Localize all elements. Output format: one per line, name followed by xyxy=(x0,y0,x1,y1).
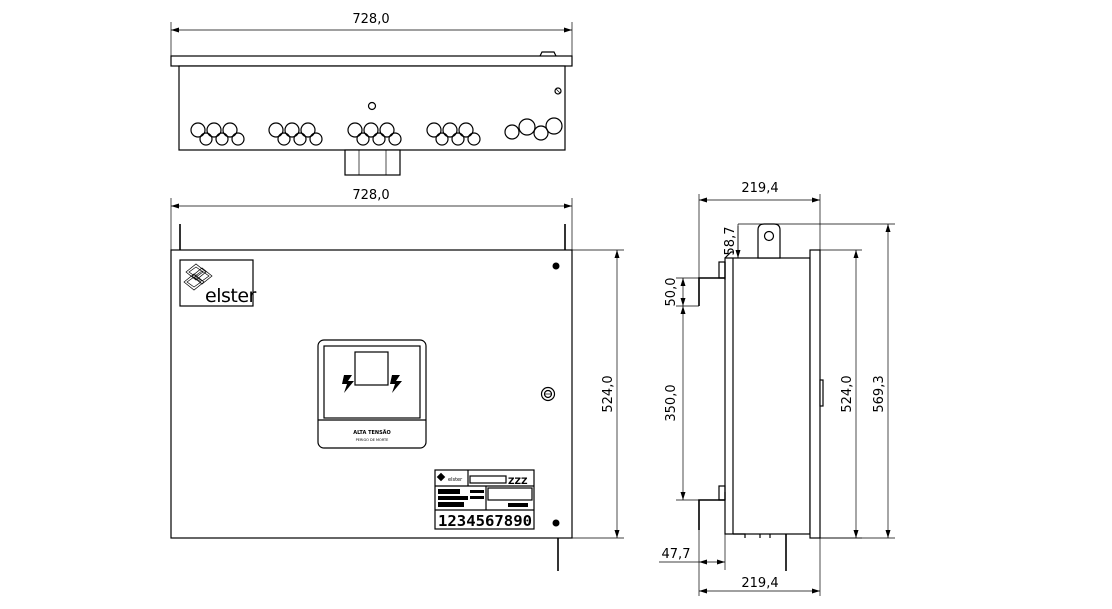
side-offset-top-dimension: 58,7 xyxy=(723,223,895,258)
side-body-height-label: 524,0 xyxy=(840,375,855,412)
elster-logo: elster xyxy=(179,259,257,307)
side-offset-upper-label: 50,0 xyxy=(664,278,679,307)
lock-icon xyxy=(540,386,556,402)
screw-bottom-right-icon xyxy=(552,519,560,527)
side-mount-spacing-label: 350,0 xyxy=(664,384,679,421)
side-body-height-dimension: 524,0 xyxy=(820,249,862,539)
side-depth-bottom-dimension: 219,4 xyxy=(698,530,821,596)
serial-number: 1234567890 xyxy=(438,512,532,530)
side-mount-spacing-dimension: 350,0 xyxy=(664,306,699,501)
side-offset-upper-dimension: 50,0 xyxy=(664,278,699,307)
top-screw-right xyxy=(554,87,562,95)
side-depth-top-label: 219,4 xyxy=(741,181,778,196)
meter-window: ALTA TENSÃO PERIGO DE MORTE xyxy=(317,339,427,449)
side-body xyxy=(724,257,811,535)
front-height-label: 524,0 xyxy=(601,375,616,412)
side-depth-top-dimension: 219,4 xyxy=(698,181,821,280)
side-offset-bottom-dimension: 47,7 xyxy=(659,534,726,570)
warning-title: ALTA TENSÃO xyxy=(353,429,391,436)
front-width-label: 728,0 xyxy=(352,188,389,203)
brand-text: elster xyxy=(205,285,257,307)
front-width-dimension: 728,0 xyxy=(170,188,573,250)
side-depth-bottom-label: 219,4 xyxy=(741,576,778,591)
side-lock xyxy=(819,379,824,407)
warning-subtitle: PERIGO DE MORTE xyxy=(356,438,389,442)
nameplate: elster ZZZ 1234567890 xyxy=(434,469,535,530)
top-lid xyxy=(170,55,573,67)
knockout-holes xyxy=(190,117,563,146)
side-total-height-dimension: 569,3 xyxy=(820,224,895,539)
svg-text:elster: elster xyxy=(448,477,463,483)
front-height-dimension: 524,0 xyxy=(572,249,624,539)
screw-top-right-icon xyxy=(552,262,560,270)
side-total-height-label: 569,3 xyxy=(872,375,887,412)
logo-mark-icon xyxy=(183,263,213,291)
top-view: 728,0 xyxy=(170,12,573,176)
front-view: 728,0 elster xyxy=(170,188,624,571)
side-door xyxy=(809,249,821,539)
top-latch xyxy=(539,51,557,57)
side-offset-bottom-label: 47,7 xyxy=(662,547,691,562)
top-width-dimension: 728,0 xyxy=(170,12,573,56)
hanging-lug xyxy=(757,223,781,259)
side-view: 219,4 58,7 xyxy=(659,181,895,596)
plate-code: ZZZ xyxy=(508,477,528,487)
top-screw xyxy=(367,101,377,111)
side-bracket-top xyxy=(698,277,725,306)
side-offset-top-label: 58,7 xyxy=(723,227,738,256)
top-width-label: 728,0 xyxy=(352,12,389,27)
lightning-left-icon xyxy=(342,375,354,393)
lightning-right-icon xyxy=(390,375,402,393)
top-bracket xyxy=(344,149,401,176)
side-bracket-bottom xyxy=(698,499,725,530)
